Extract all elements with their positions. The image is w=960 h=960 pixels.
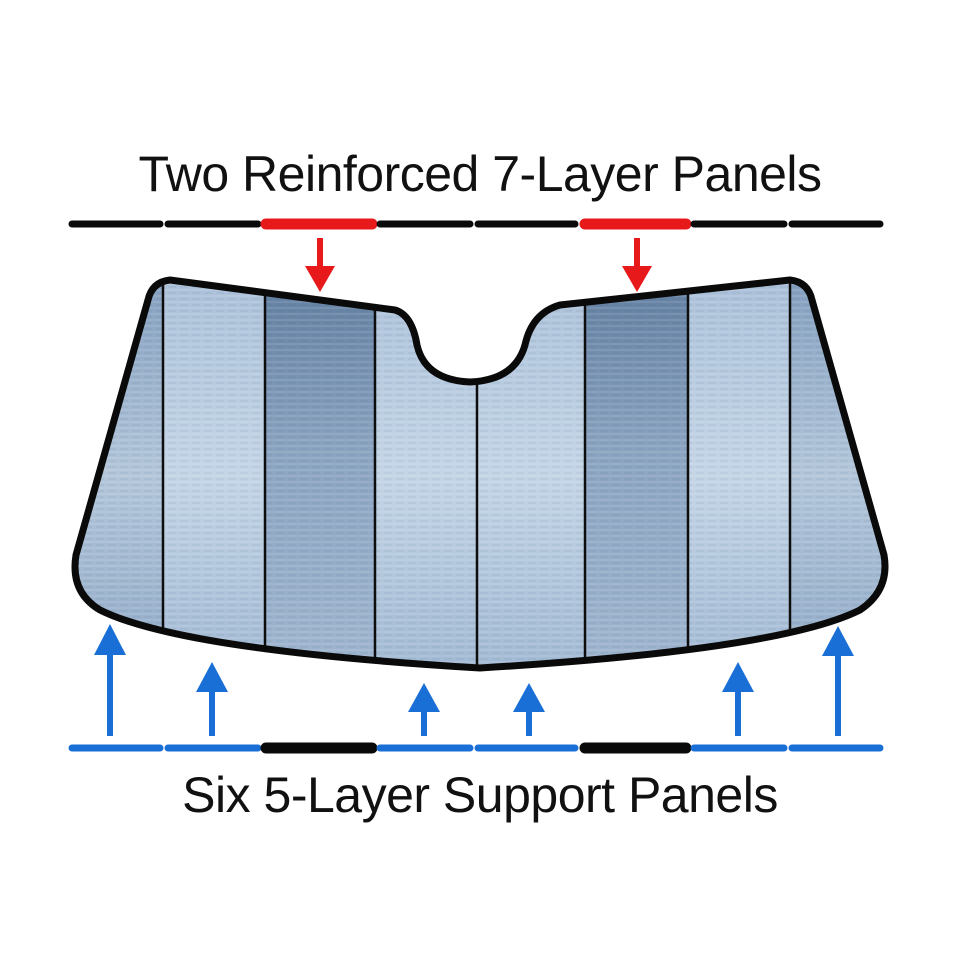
reinforced-arrows <box>305 238 652 292</box>
blue-arrow-head <box>822 626 854 656</box>
red-arrow-head <box>305 266 335 292</box>
red-arrow-head <box>622 266 652 292</box>
shade-outline <box>71 276 889 672</box>
blue-arrow-head <box>513 683 545 712</box>
blue-arrow-head <box>196 662 228 692</box>
blue-arrow-head <box>94 624 126 655</box>
support-arrows <box>94 624 854 736</box>
top-label: Two Reinforced 7-Layer Panels <box>138 146 822 202</box>
blue-arrow-head <box>408 683 440 712</box>
blue-arrow-head <box>722 662 754 692</box>
shade-panels <box>75 280 885 668</box>
bottom-label: Six 5-Layer Support Panels <box>182 767 778 823</box>
